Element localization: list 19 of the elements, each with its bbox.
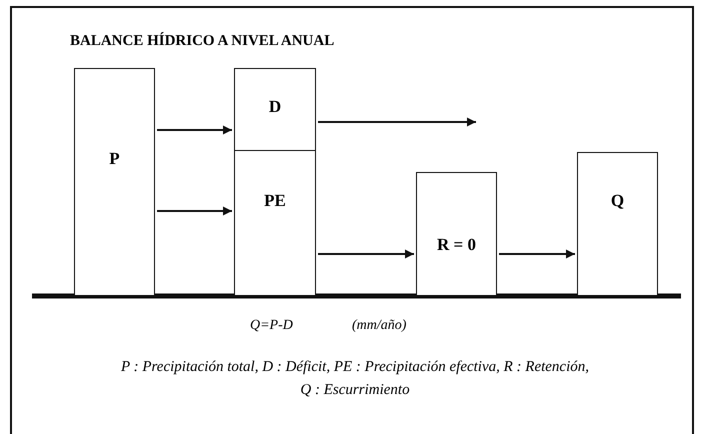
arrow	[157, 206, 232, 216]
bar-box	[74, 68, 155, 296]
diagram-title: BALANCE HÍDRICO A NIVEL ANUAL	[70, 33, 334, 50]
bar-box	[234, 150, 316, 296]
unit-label: (mm/año)	[352, 318, 406, 334]
arrow	[499, 250, 575, 258]
bar-box	[416, 172, 497, 296]
box-label: PE	[264, 191, 286, 211]
box-label: R = 0	[437, 235, 476, 255]
arrow	[318, 118, 476, 126]
bar-box	[577, 152, 658, 296]
box-label: P	[109, 149, 120, 169]
box-label: D	[268, 97, 282, 117]
arrow	[318, 250, 414, 258]
legend-note: P : Precipitación total, D : Déficit, PE : Precipitación efectiva, R : Retención, Q : Escurrimiento	[120, 358, 590, 400]
arrow	[157, 126, 232, 134]
bar-box	[234, 68, 316, 150]
formula: Q=P-D	[250, 318, 293, 334]
box-label: Q	[610, 191, 624, 211]
